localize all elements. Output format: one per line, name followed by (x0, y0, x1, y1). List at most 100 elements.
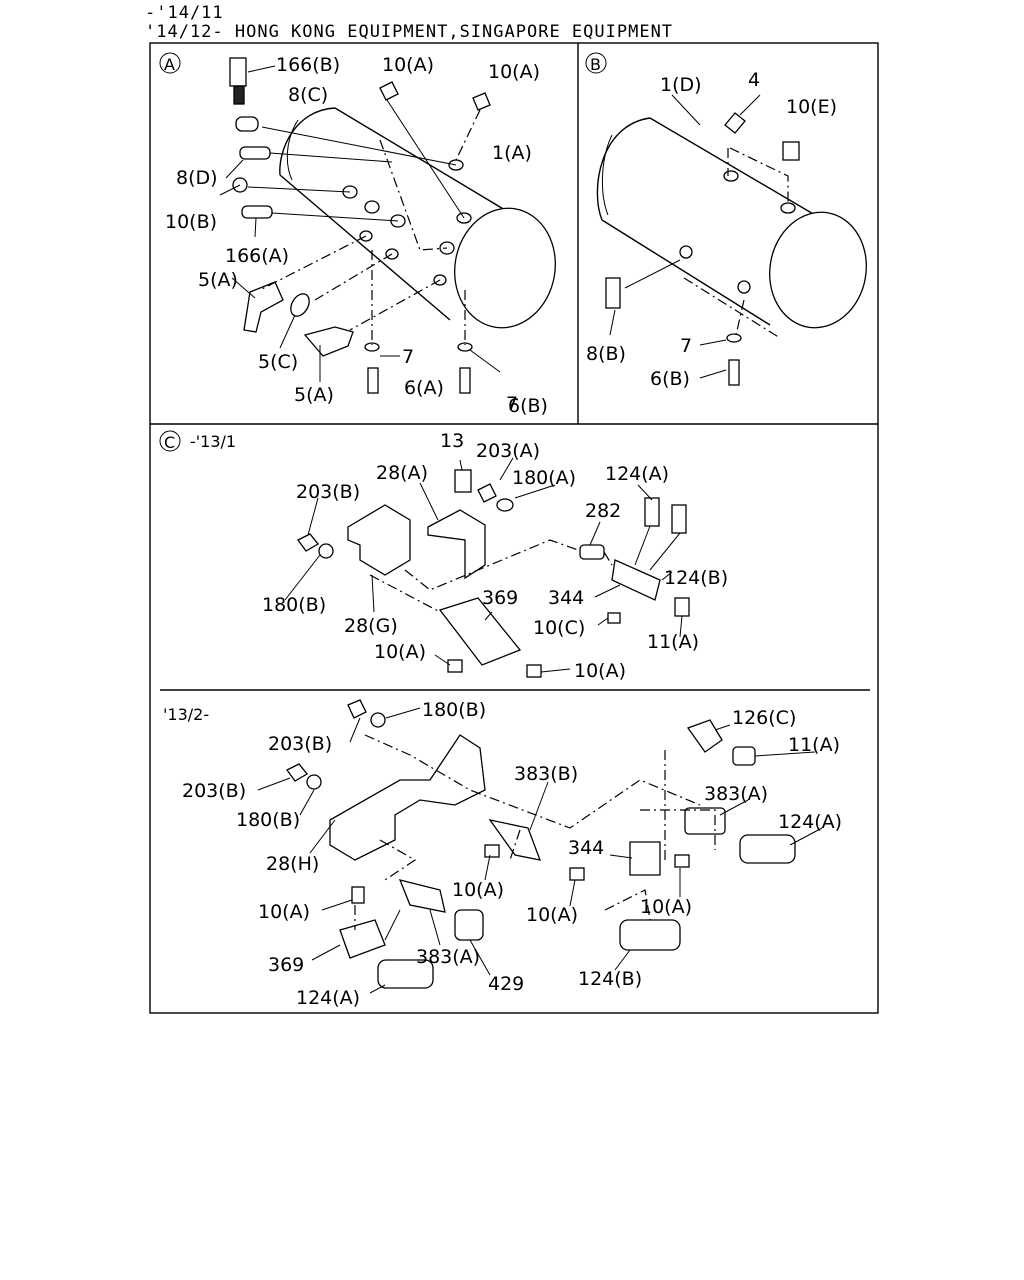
label-10a-d1: 10(A) (452, 879, 504, 901)
label-10a-c1: 10(A) (374, 641, 426, 663)
label-383b: 383(B) (514, 763, 578, 785)
label-203b-d2: 203(B) (182, 780, 246, 802)
part-6b (459, 367, 471, 394)
tank-1a (279, 107, 556, 329)
panel-c-range: -'13/1 (190, 432, 236, 451)
label-180b-d1: 180(B) (422, 699, 486, 721)
label-11a-c: 11(A) (647, 631, 699, 653)
label-5a-1: 5(A) (198, 269, 238, 291)
washer-180a (496, 498, 514, 512)
part-10a-d2 (569, 867, 585, 881)
sensor-124b-d (619, 919, 681, 951)
part-10a-top (379, 81, 399, 101)
part-383b (488, 819, 542, 861)
part-5c (290, 293, 310, 317)
label-344-c: 344 (548, 587, 584, 609)
label-180b-c: 180(B) (262, 594, 326, 616)
label-11a-d: 11(A) (788, 734, 840, 756)
label-8d: 8(D) (176, 167, 218, 189)
label-7-1: 7 (402, 346, 414, 368)
bracket-28a (427, 509, 486, 580)
label-5c: 5(C) (258, 351, 298, 373)
label-1a: 1(A) (492, 142, 532, 164)
part-5a-2 (303, 326, 354, 357)
panel-c: C -'13/1 (159, 430, 728, 682)
header-line-2: '14/12- HONG KONG EQUIPMENT,SINGAPORE EQ… (145, 22, 674, 42)
label-124a-c: 124(A) (605, 463, 669, 485)
block-344-d (629, 841, 661, 876)
label-10a-d2: 10(A) (526, 904, 578, 926)
label-10a-1: 10(A) (382, 54, 434, 76)
sensor-124a (644, 497, 660, 527)
panel-a-marker: A (164, 55, 175, 74)
label-166a: 166(A) (225, 245, 289, 267)
panel-b-marker-circle (585, 52, 607, 74)
part-10e (782, 141, 800, 161)
label-7-2: 7 (506, 393, 518, 415)
label-6a: 6(A) (404, 377, 444, 399)
label-10a-d4: 10(A) (258, 901, 310, 923)
washer-180b-d1 (370, 712, 386, 728)
label-180b-d2: 180(B) (236, 809, 300, 831)
part-126c (686, 719, 723, 753)
label-383a-d1: 383(A) (704, 783, 768, 805)
nut-203a (477, 483, 497, 503)
label-4: 4 (748, 69, 760, 91)
label-344-d: 344 (568, 837, 604, 859)
label-124b-d: 124(B) (578, 968, 642, 990)
panel-c-marker-circle (159, 430, 181, 452)
label-124a-d1: 124(A) (778, 811, 842, 833)
panel-a-marker-circle (159, 52, 181, 74)
part-166b (229, 57, 247, 87)
label-7-b: 7 (680, 335, 692, 357)
label-28g: 28(G) (344, 615, 398, 637)
label-203a: 203(A) (476, 440, 540, 462)
nut-203b-d1 (347, 699, 367, 719)
washer-180b (318, 543, 334, 559)
label-10a-d3: 10(A) (640, 896, 692, 918)
part-10c (607, 612, 621, 624)
label-126c: 126(C) (732, 707, 796, 729)
part-10a-right (472, 92, 491, 111)
label-10e: 10(E) (786, 96, 837, 118)
panel-d: '13/2- (163, 699, 842, 1009)
part-13 (454, 469, 472, 493)
panel-d-range: '13/2- (163, 705, 209, 724)
washer-180b-d2 (306, 774, 322, 790)
part-383a-d2 (398, 879, 446, 913)
label-6b-b: 6(B) (650, 368, 690, 390)
label-369-d: 369 (268, 954, 304, 976)
part-166a (241, 205, 273, 219)
label-10b: 10(B) (165, 211, 217, 233)
panel-b: B 1(D) 4 10(E) 7 8(B) 6(B) (585, 52, 867, 390)
block-344 (611, 559, 661, 601)
label-10a-2: 10(A) (488, 61, 540, 83)
part-8b (605, 277, 621, 309)
label-8b: 8(B) (586, 343, 626, 365)
part-10a-c2 (526, 664, 542, 678)
label-8c: 8(C) (288, 84, 328, 106)
label-6b-visible: 6(B) (508, 395, 548, 417)
label-166b: 166(B) (276, 54, 340, 76)
panel-b-marker: B (590, 55, 601, 74)
part-10a-d3 (674, 854, 690, 868)
label-28h: 28(H) (266, 853, 319, 875)
label-282: 282 (585, 500, 621, 522)
label-1d: 1(D) (660, 74, 702, 96)
sensor-124a-d1 (739, 834, 796, 864)
part-10a-c1 (447, 659, 463, 673)
part-282 (579, 544, 605, 560)
block-369 (438, 597, 522, 666)
label-13: 13 (440, 430, 464, 452)
label-124b-c: 124(B) (664, 567, 728, 589)
sensor-124a-d2 (377, 959, 434, 989)
part-8c (235, 116, 259, 132)
part-10a-d4 (351, 886, 365, 904)
label-180a: 180(A) (512, 467, 576, 489)
part-10a-d1 (484, 844, 500, 858)
bracket-28g (347, 504, 411, 576)
part-11a-d (732, 746, 756, 766)
part-6a (367, 367, 379, 394)
nut-203b (297, 533, 319, 552)
